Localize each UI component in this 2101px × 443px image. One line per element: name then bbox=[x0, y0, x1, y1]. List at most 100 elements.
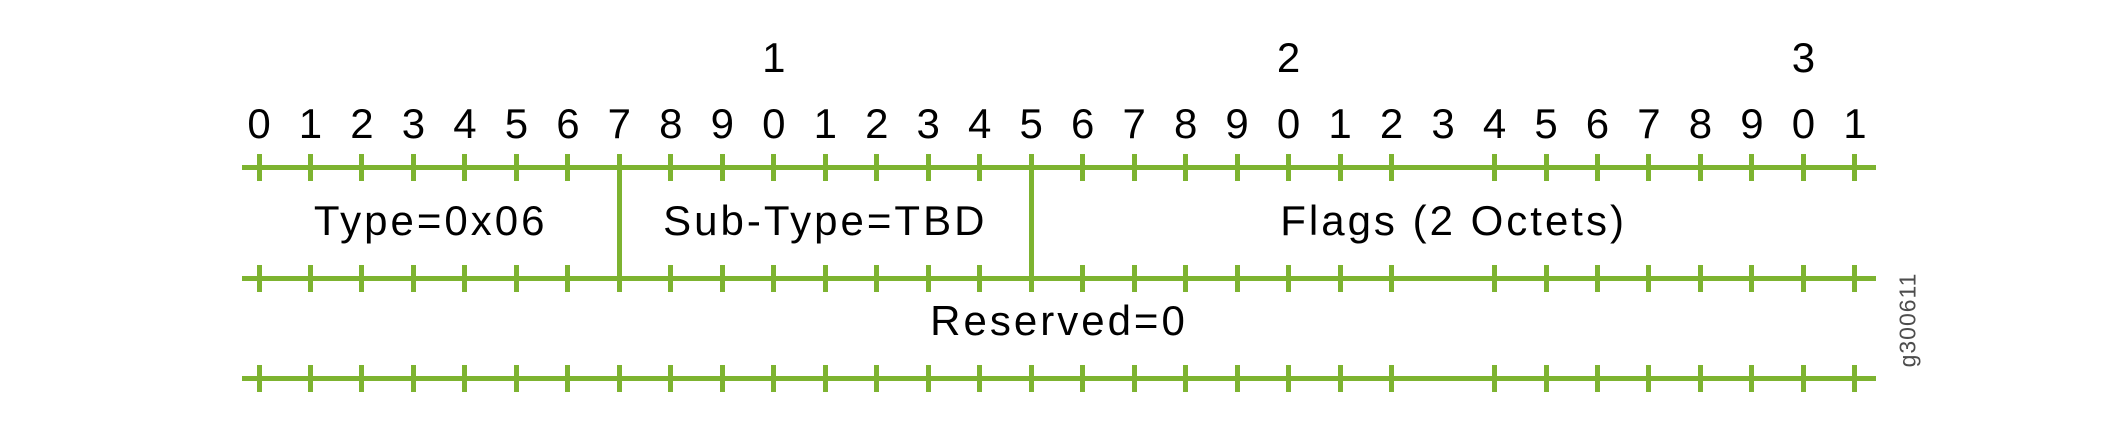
bit-number-19: 9 bbox=[1225, 100, 1249, 147]
bit-number-26: 6 bbox=[1585, 100, 1610, 147]
bit-tick bbox=[1492, 265, 1498, 292]
bit-tick bbox=[1697, 365, 1703, 392]
bit-number-18: 8 bbox=[1173, 100, 1198, 147]
bit-number-27: 7 bbox=[1637, 100, 1661, 147]
bit-number-14: 4 bbox=[968, 100, 992, 147]
bit-tick bbox=[668, 265, 674, 292]
bit-number-7: 7 bbox=[607, 100, 632, 147]
bit-tick bbox=[1286, 265, 1292, 292]
bit-tick bbox=[1080, 154, 1086, 181]
ruler-line-0 bbox=[242, 165, 1876, 170]
bit-tick bbox=[1337, 365, 1343, 392]
bit-number-23: 3 bbox=[1431, 100, 1455, 147]
bit-tick bbox=[1749, 365, 1755, 392]
bit-number-15: 5 bbox=[1019, 100, 1043, 147]
bit-tick bbox=[307, 365, 313, 392]
bit-tick bbox=[307, 265, 313, 292]
bit-number-6: 6 bbox=[556, 100, 580, 147]
bit-tick bbox=[1697, 265, 1703, 292]
bit-tick bbox=[1543, 154, 1549, 181]
bit-tick bbox=[1389, 365, 1395, 392]
bit-number-0: 0 bbox=[247, 100, 271, 147]
bit-tick bbox=[1594, 365, 1600, 392]
bit-tick bbox=[1492, 154, 1498, 181]
bit-tick bbox=[410, 265, 416, 292]
bit-tick bbox=[462, 365, 468, 392]
bit-tick bbox=[1492, 365, 1498, 392]
bit-tick bbox=[1852, 154, 1858, 181]
bit-tick bbox=[1234, 265, 1240, 292]
bit-tick bbox=[1389, 154, 1395, 181]
bit-tick bbox=[977, 265, 983, 292]
bit-tick bbox=[1183, 154, 1189, 181]
bit-tick bbox=[925, 365, 931, 392]
bit-tick bbox=[1646, 265, 1652, 292]
bit-tick bbox=[719, 154, 725, 181]
bit-tick bbox=[1286, 154, 1292, 181]
bit-number-22: 2 bbox=[1379, 100, 1404, 147]
bit-number-13: 3 bbox=[916, 100, 940, 147]
bit-tick bbox=[977, 154, 983, 181]
ruler-line-1 bbox=[242, 276, 1876, 281]
tens-marker-1: 1 bbox=[762, 34, 786, 81]
bit-tick bbox=[256, 265, 262, 292]
bit-tick bbox=[1337, 265, 1343, 292]
bit-tick bbox=[1646, 365, 1652, 392]
bit-tick bbox=[771, 365, 777, 392]
bit-tick bbox=[565, 154, 571, 181]
field-divider bbox=[616, 165, 622, 281]
bit-tick bbox=[565, 365, 571, 392]
bit-number-5: 5 bbox=[504, 100, 529, 147]
bit-tick bbox=[462, 265, 468, 292]
bit-tick bbox=[513, 365, 519, 392]
bit-tick bbox=[359, 265, 365, 292]
bit-tick bbox=[822, 265, 828, 292]
field-label-word-0-0: Type=0x06 bbox=[313, 197, 548, 244]
bit-number-24: 4 bbox=[1482, 100, 1507, 147]
bit-tick bbox=[1131, 154, 1137, 181]
bit-number-28: 8 bbox=[1688, 100, 1713, 147]
bit-tick bbox=[1183, 265, 1189, 292]
bit-number-12: 2 bbox=[865, 100, 889, 147]
bit-tick bbox=[616, 365, 622, 392]
bit-tick bbox=[1749, 154, 1755, 181]
bit-tick bbox=[410, 154, 416, 181]
bit-number-21: 1 bbox=[1328, 100, 1352, 147]
bit-tick bbox=[256, 365, 262, 392]
bit-tick bbox=[1183, 365, 1189, 392]
bit-tick bbox=[565, 265, 571, 292]
bit-tick bbox=[1646, 154, 1652, 181]
bit-number-9: 9 bbox=[710, 100, 734, 147]
ruler-line-2 bbox=[242, 376, 1876, 381]
tens-marker-2: 2 bbox=[1276, 34, 1301, 81]
bit-tick bbox=[874, 365, 880, 392]
field-label-word-1-0: Reserved=0 bbox=[930, 297, 1188, 344]
bit-tick bbox=[719, 365, 725, 392]
bit-number-3: 3 bbox=[401, 100, 426, 147]
bit-tick bbox=[410, 365, 416, 392]
bit-tick bbox=[1234, 365, 1240, 392]
bit-tick bbox=[719, 265, 725, 292]
bit-tick bbox=[1389, 265, 1395, 292]
bit-tick bbox=[1800, 154, 1806, 181]
bit-number-17: 7 bbox=[1122, 100, 1146, 147]
bit-tick bbox=[668, 154, 674, 181]
bit-tick bbox=[1800, 365, 1806, 392]
tens-marker-3: 3 bbox=[1791, 34, 1816, 81]
field-label-word-0-1: Sub-Type=TBD bbox=[663, 197, 988, 244]
bit-number-30: 0 bbox=[1791, 100, 1816, 147]
bit-tick bbox=[977, 365, 983, 392]
bit-tick bbox=[1594, 154, 1600, 181]
bit-tick bbox=[925, 154, 931, 181]
bit-tick bbox=[1697, 154, 1703, 181]
bit-number-31: 1 bbox=[1843, 100, 1867, 147]
bit-tick bbox=[359, 365, 365, 392]
bit-tick bbox=[307, 154, 313, 181]
bit-tick bbox=[771, 154, 777, 181]
bit-tick bbox=[1131, 365, 1137, 392]
bit-tick bbox=[1800, 265, 1806, 292]
bit-tick bbox=[925, 265, 931, 292]
bit-number-25: 5 bbox=[1534, 100, 1558, 147]
bit-number-10: 0 bbox=[762, 100, 786, 147]
